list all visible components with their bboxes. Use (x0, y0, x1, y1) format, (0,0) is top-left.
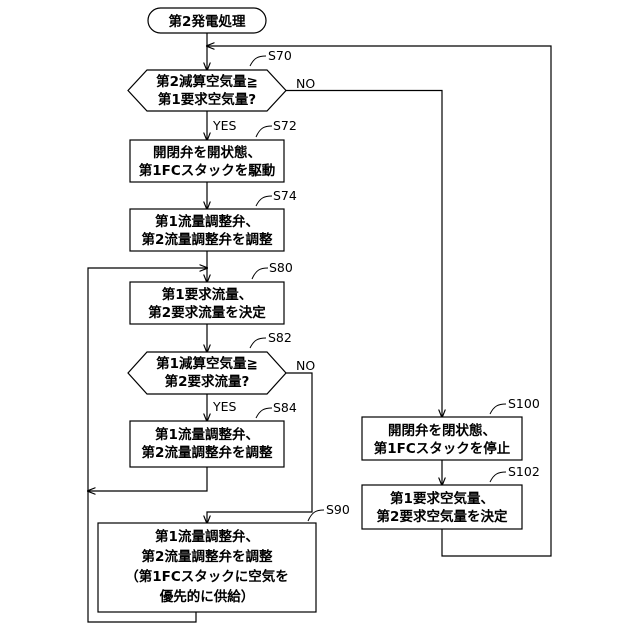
s90-step-label: S90 (326, 502, 350, 517)
s102-step-label: S102 (508, 464, 540, 479)
s84-line-2: 第2流量調整弁を調整 (142, 444, 273, 461)
s102-line-1: 第1要求空気量、 (390, 490, 494, 507)
s84-line-1: 第1流量調整弁、 (155, 426, 259, 443)
s70-step-label: S70 (268, 48, 292, 63)
s70-line-2: 第1要求空気量? (158, 91, 256, 108)
s72-line-1: 開閉弁を開状態、 (153, 144, 261, 161)
decision-s70: 第2減算空気量≧ 第1要求空気量? S70 (128, 48, 292, 111)
s102-leader (490, 472, 506, 482)
s90-line-2: 第2流量調整弁を調整 (142, 548, 273, 565)
process-s80: 第1要求流量、 第2要求流量を決定 S80 (130, 260, 293, 324)
s72-line-2: 第1FCスタックを駆動 (139, 162, 276, 179)
process-s74: 第1流量調整弁、 第2流量調整弁を調整 S74 (130, 188, 297, 251)
s100-line-1: 開閉弁を閉状態、 (388, 422, 496, 439)
s90-line-4: 優先的に供給） (159, 588, 255, 605)
s80-step-label: S80 (269, 260, 293, 275)
s82-line-2: 第2要求流量? (165, 373, 250, 390)
s82-yes-label: YES (212, 399, 237, 414)
s84-step-label: S84 (273, 400, 297, 415)
s82-line-1: 第1減算空気量≧ (156, 355, 258, 372)
connector-s84-loop (88, 467, 207, 491)
s72-step-label: S72 (273, 118, 297, 133)
s80-line-2: 第2要求流量を決定 (148, 304, 266, 321)
process-s100: 開閉弁を閉状態、 第1FCスタックを停止 S100 (362, 396, 540, 460)
s70-no-label: NO (296, 76, 315, 91)
start-terminal: 第2発電処理 (148, 8, 266, 33)
decision-s82: 第1減算空気量≧ 第2要求流量? S82 (128, 330, 292, 394)
s80-line-1: 第1要求流量、 (162, 286, 252, 303)
s82-no-label: NO (296, 358, 315, 373)
s100-step-label: S100 (508, 396, 540, 411)
s72-leader (256, 126, 272, 137)
s74-leader (256, 196, 272, 206)
s70-yes-label: YES (212, 118, 237, 133)
start-label: 第2発電処理 (169, 13, 246, 30)
process-s90: 第1流量調整弁、 第2流量調整弁を調整 （第1FCスタックに空気を 優先的に供給… (98, 502, 350, 612)
s90-line-3: （第1FCスタックに空気を (125, 568, 289, 585)
s82-leader (250, 338, 266, 348)
s102-line-2: 第2要求空気量を決定 (377, 508, 508, 525)
s74-line-1: 第1流量調整弁、 (155, 213, 259, 230)
s74-line-2: 第2流量調整弁を調整 (142, 231, 273, 248)
s74-step-label: S74 (273, 188, 297, 203)
s70-leader (250, 56, 266, 66)
s100-leader (490, 404, 506, 414)
process-s102: 第1要求空気量、 第2要求空気量を決定 S102 (362, 464, 540, 529)
s80-leader (252, 268, 268, 279)
s90-line-1: 第1流量調整弁、 (155, 528, 259, 545)
s100-line-2: 第1FCスタックを停止 (374, 440, 511, 457)
s70-line-1: 第2減算空気量≧ (156, 73, 258, 90)
s82-step-label: S82 (268, 330, 292, 345)
s84-leader (256, 408, 272, 418)
